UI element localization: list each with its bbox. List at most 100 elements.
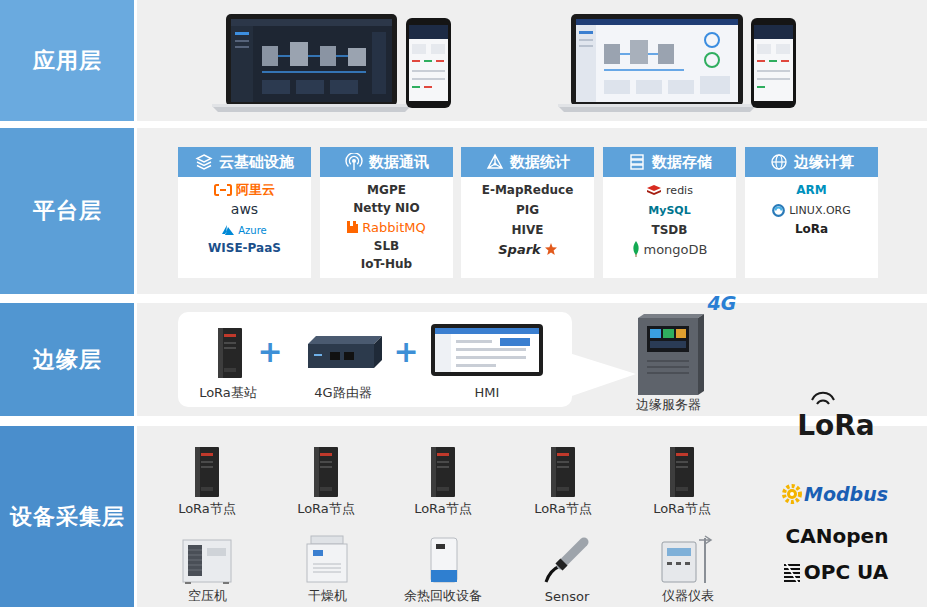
tech-item: MGPE	[320, 180, 453, 200]
tech-name: LoRa	[795, 222, 828, 236]
label-text: 干燥机	[308, 588, 347, 603]
label-text: 边缘服务器	[636, 397, 701, 412]
label-text: CANopen	[786, 524, 889, 548]
logo-icon-part	[195, 153, 213, 171]
tech-name: 阿里云	[236, 181, 275, 199]
logo-icon-part-part	[635, 254, 636, 257]
layer-name: 设备采集层	[10, 502, 125, 532]
tech-item: MySQL	[603, 200, 736, 220]
tech-name: ARM	[796, 183, 826, 197]
layer-name: 应用层	[33, 46, 102, 76]
logo-icon-part	[628, 153, 646, 171]
label-slot: 边缘服务器	[636, 394, 701, 414]
logo-icon-part-part	[631, 165, 643, 169]
layer-band: 应用层	[0, 0, 927, 121]
logo-icon-part-part	[222, 225, 234, 235]
tech-name: LINUX.ORG	[789, 204, 851, 217]
logo-icon-part	[545, 243, 557, 255]
label-slot: 余热回收设备	[404, 585, 482, 605]
tech-item: Spark	[461, 239, 594, 259]
logo-icon-part-part	[776, 207, 782, 210]
tech-item: IoT-Hub	[320, 254, 453, 274]
logo-icon-part-part	[772, 155, 786, 169]
tech-item: Netty NIO	[320, 198, 453, 218]
card-title: 边缘计算	[794, 153, 854, 172]
tech-item: WISE-PaaS	[178, 238, 311, 258]
tech-name: WISE-PaaS	[208, 241, 281, 255]
tech-name: aws	[231, 201, 258, 217]
label-slot: Sensor	[545, 586, 590, 605]
label-slot: LoRa	[797, 409, 875, 442]
label-text: 仪器仪表	[662, 588, 714, 603]
device-caption-slot: 4G路由器	[283, 382, 403, 402]
tech-item: mongoDB	[603, 239, 736, 259]
logo-icon-part-part	[773, 205, 784, 216]
layer-tab: 设备采集层	[0, 426, 134, 607]
logo-icon	[347, 221, 358, 233]
tech-name: HIVE	[512, 223, 544, 237]
tech-name: Netty NIO	[353, 201, 419, 215]
logo-icon-part-part	[633, 241, 638, 255]
tech-item: ARM	[745, 180, 878, 200]
logo-icon-part	[486, 153, 504, 171]
logo-icon-part-part	[631, 155, 643, 159]
tech-name: TSDB	[652, 223, 688, 237]
platform-card: 数据统计 E-MapReducePIG HIVE Spark	[461, 147, 594, 278]
card-header: 数据存储	[603, 147, 736, 177]
label-slot: 仪器仪表	[662, 585, 714, 605]
logo-icon-part-part	[197, 155, 211, 169]
platform-card: 云基础设施阿里云awsAzureWISE-PaaS	[178, 147, 311, 278]
label-text: LoRa	[797, 409, 875, 442]
tech-name: IoT-Hub	[361, 257, 412, 271]
card-title: 数据存储	[652, 153, 712, 172]
device-caption: HMI	[475, 385, 500, 400]
logo-icon-part-part	[545, 243, 557, 255]
label-slot: +	[257, 334, 282, 369]
tech-name: Spark	[498, 242, 541, 257]
logo-icon	[628, 153, 646, 171]
label-text: 空压机	[188, 588, 227, 603]
tech-item: 阿里云	[178, 180, 311, 200]
logo-icon-part-part	[488, 155, 502, 168]
device-caption: LoRa基站	[199, 385, 257, 400]
device-caption: 4G路由器	[314, 385, 371, 400]
logo-icon-part	[632, 241, 640, 257]
logo-icon	[632, 241, 640, 257]
logo-icon-part-part	[353, 163, 354, 170]
logo-icon-part	[772, 204, 785, 217]
label-slot: OPC UA	[804, 560, 888, 584]
card-title: 云基础设施	[219, 153, 294, 172]
logo-icon-part-part	[647, 185, 661, 191]
tech-item: E-MapReduce	[461, 180, 594, 200]
logo-icon-part	[347, 221, 358, 233]
logo-icon	[486, 153, 504, 171]
tech-item: SLB	[320, 236, 453, 256]
layer-band: 平台层云基础设施阿里云awsAzureWISE-PaaS数据通讯MGPENett…	[0, 128, 927, 294]
card-header: 边缘计算	[745, 147, 878, 177]
logo-icon-part-part	[347, 221, 358, 233]
tech-item: PIG	[461, 200, 594, 220]
layer-band: 边缘层LoRa基站4G路由器HMI	[0, 303, 927, 416]
logo-icon-part-part	[647, 190, 661, 195]
label-slot: 干燥机	[308, 585, 347, 605]
label-slot: 4G	[708, 292, 737, 314]
logo-icon-part-part	[493, 162, 496, 165]
logo-icon	[222, 225, 234, 235]
label-text: LoRa节点	[414, 501, 472, 516]
label-text: +	[393, 334, 418, 369]
tech-item: RabbitMQ	[320, 217, 453, 237]
card-title: 数据通讯	[369, 153, 429, 172]
tech-item: HIVE	[461, 220, 594, 240]
tech-name: redis	[666, 184, 693, 197]
layer-name: 平台层	[33, 196, 102, 226]
logo-icon	[345, 153, 363, 171]
label-slot: LoRa节点	[178, 498, 236, 518]
device-caption-slot: HMI	[427, 382, 547, 401]
card-title: 数据统计	[510, 153, 570, 172]
label-slot: LoRa节点	[414, 498, 472, 518]
logo-icon-part-part	[352, 159, 356, 163]
logo-icon	[770, 153, 788, 171]
layer-tab: 应用层	[0, 0, 134, 121]
card-header: 云基础设施	[178, 147, 311, 177]
